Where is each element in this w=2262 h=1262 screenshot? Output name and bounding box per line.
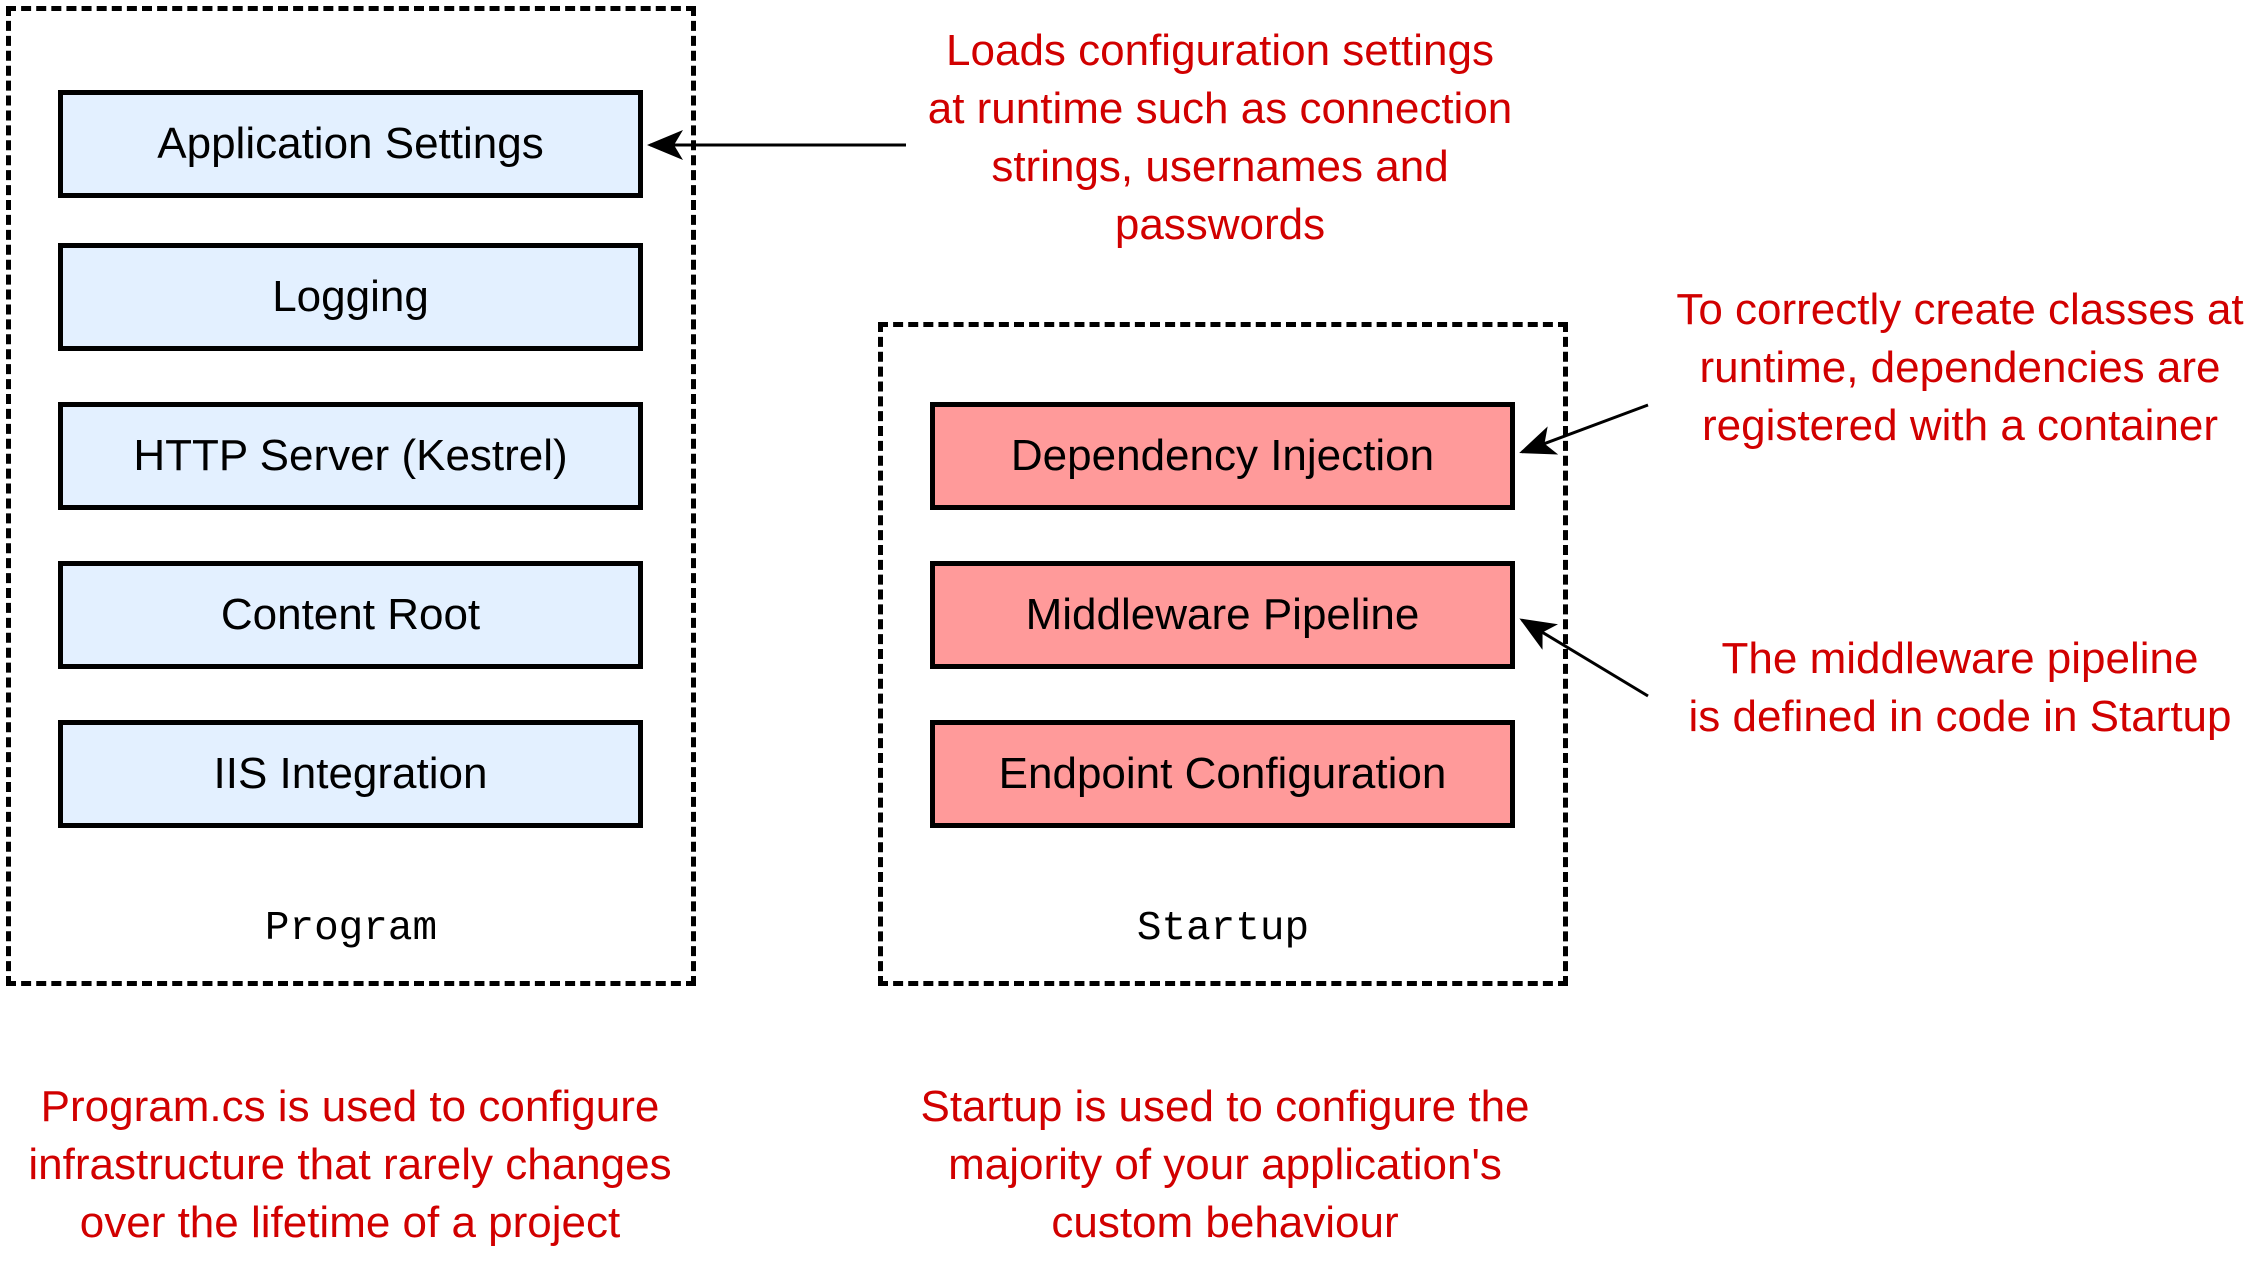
dependency-injection-annotation: To correctly create classes at runtime, … xyxy=(1676,285,2244,450)
application-settings-box: Application Settings xyxy=(58,90,643,198)
dependency-injection-box: Dependency Injection xyxy=(930,402,1515,510)
middleware-pipeline-box: Middleware Pipeline xyxy=(930,561,1515,669)
iis-integration-box: IIS Integration xyxy=(58,720,643,828)
http-server-box: HTTP Server (Kestrel) xyxy=(58,402,643,510)
program-caption: Program.cs is used to configure infrastr… xyxy=(28,1082,672,1247)
startup-caption: Startup is used to configure the majorit… xyxy=(920,1082,1530,1247)
endpoint-configuration-box: Endpoint Configuration xyxy=(930,720,1515,828)
middleware-annotation: The middleware pipeline is defined in co… xyxy=(1688,634,2232,741)
program-group: Program xyxy=(6,6,696,986)
logging-box: Logging xyxy=(58,243,643,351)
startup-group-label: Startup xyxy=(1136,906,1310,952)
settings-annotation: Loads configuration settings at runtime … xyxy=(927,26,1513,249)
program-group-label: Program xyxy=(264,906,438,952)
content-root-box: Content Root xyxy=(58,561,643,669)
